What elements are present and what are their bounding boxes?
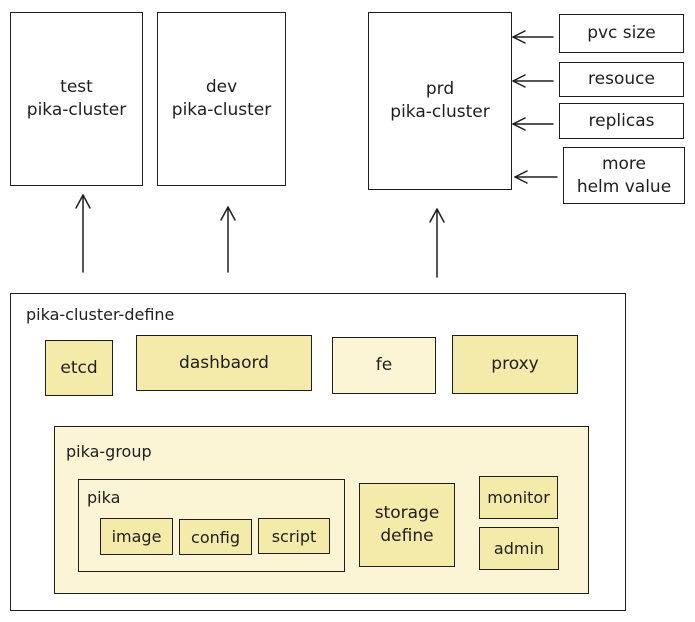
etcd-label: etcd bbox=[60, 357, 98, 378]
pika-title: pika bbox=[87, 488, 121, 507]
arrow-pvc-size bbox=[512, 30, 554, 44]
replicas-box: replicas bbox=[559, 103, 684, 139]
script-box: script bbox=[258, 518, 330, 554]
prd-cluster-label-line2: pika-cluster bbox=[390, 102, 490, 122]
arrow-to-prd-cluster bbox=[429, 208, 445, 278]
more-helm-value-box: more helm value bbox=[563, 147, 685, 204]
dev-cluster-label-line1: dev bbox=[205, 77, 238, 97]
config-box: config bbox=[179, 519, 252, 555]
admin-label: admin bbox=[493, 539, 545, 558]
replicas-label: replicas bbox=[588, 110, 655, 131]
dashboard-label: dashbaord bbox=[179, 352, 269, 373]
pvc-size-label: pvc size bbox=[587, 23, 656, 43]
arrow-replicas bbox=[512, 117, 554, 131]
admin-box: admin bbox=[479, 527, 559, 570]
etcd-box: etcd bbox=[45, 340, 113, 396]
more-helm-value-line1: more bbox=[601, 153, 647, 174]
test-cluster-label-line2: pika-cluster bbox=[26, 100, 127, 120]
fe-box: fe bbox=[332, 337, 436, 394]
image-label: image bbox=[111, 527, 162, 546]
pika-group-title: pika-group bbox=[66, 442, 152, 461]
storage-define-box: storage define bbox=[359, 483, 455, 567]
fe-label: fe bbox=[375, 355, 393, 375]
more-helm-value-line2: helm value bbox=[576, 176, 672, 197]
storage-define-line1: storage bbox=[374, 503, 440, 523]
prd-cluster-label-line1: prd bbox=[425, 79, 455, 99]
arrow-more-helm-value bbox=[514, 170, 558, 184]
test-cluster-label-line1: test bbox=[60, 77, 93, 97]
dashboard-box: dashbaord bbox=[136, 335, 312, 391]
pika-cluster-define-title: pika-cluster-define bbox=[26, 305, 175, 324]
script-label: script bbox=[271, 526, 317, 546]
resouce-box: resouce bbox=[559, 62, 684, 97]
resouce-label: resouce bbox=[588, 69, 655, 89]
monitor-label: monitor bbox=[487, 488, 550, 507]
pvc-size-box: pvc size bbox=[559, 14, 684, 53]
prd-cluster-box: prd pika-cluster bbox=[368, 12, 512, 190]
arrow-to-test-cluster bbox=[75, 194, 91, 273]
monitor-box: monitor bbox=[479, 476, 558, 519]
test-cluster-box: test pika-cluster bbox=[10, 12, 143, 186]
image-box: image bbox=[100, 518, 173, 555]
dev-cluster-label-line2: pika-cluster bbox=[171, 100, 272, 120]
dev-cluster-box: dev pika-cluster bbox=[157, 12, 286, 186]
arrow-resouce bbox=[512, 74, 554, 88]
config-label: config bbox=[191, 527, 240, 547]
proxy-label: proxy bbox=[491, 354, 539, 374]
proxy-box: proxy bbox=[452, 335, 578, 394]
storage-define-line2: define bbox=[380, 526, 434, 546]
arrow-to-dev-cluster bbox=[220, 206, 236, 273]
